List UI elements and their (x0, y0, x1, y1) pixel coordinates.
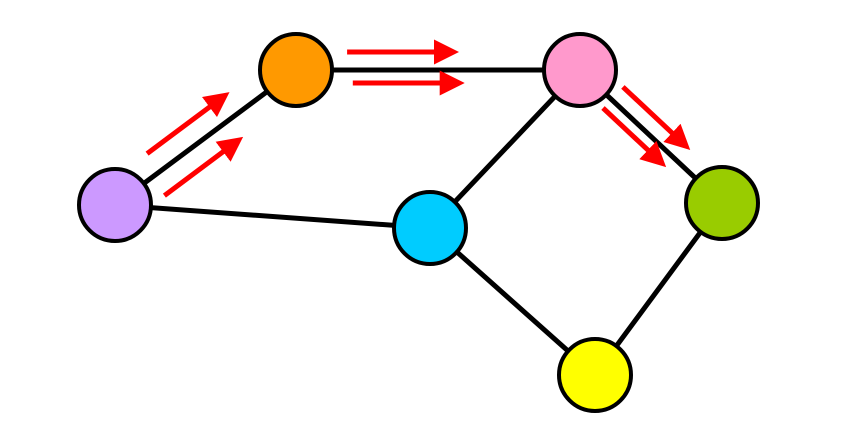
node-purple (77, 167, 153, 243)
arrow-orange-to-purple (145, 92, 230, 156)
node-yellow (557, 337, 633, 413)
node-blue (392, 190, 468, 266)
node-pink (542, 32, 618, 108)
arrow-purple-to-orange (162, 136, 244, 198)
nodes-layer (77, 32, 760, 413)
node-green (684, 165, 760, 241)
arrow-pink-to-green (601, 106, 667, 168)
node-orange (258, 32, 334, 108)
arrow-green-to-pink (621, 85, 691, 150)
edge-purple-blue (112, 202, 433, 231)
message-arrows-layer (145, 39, 691, 198)
